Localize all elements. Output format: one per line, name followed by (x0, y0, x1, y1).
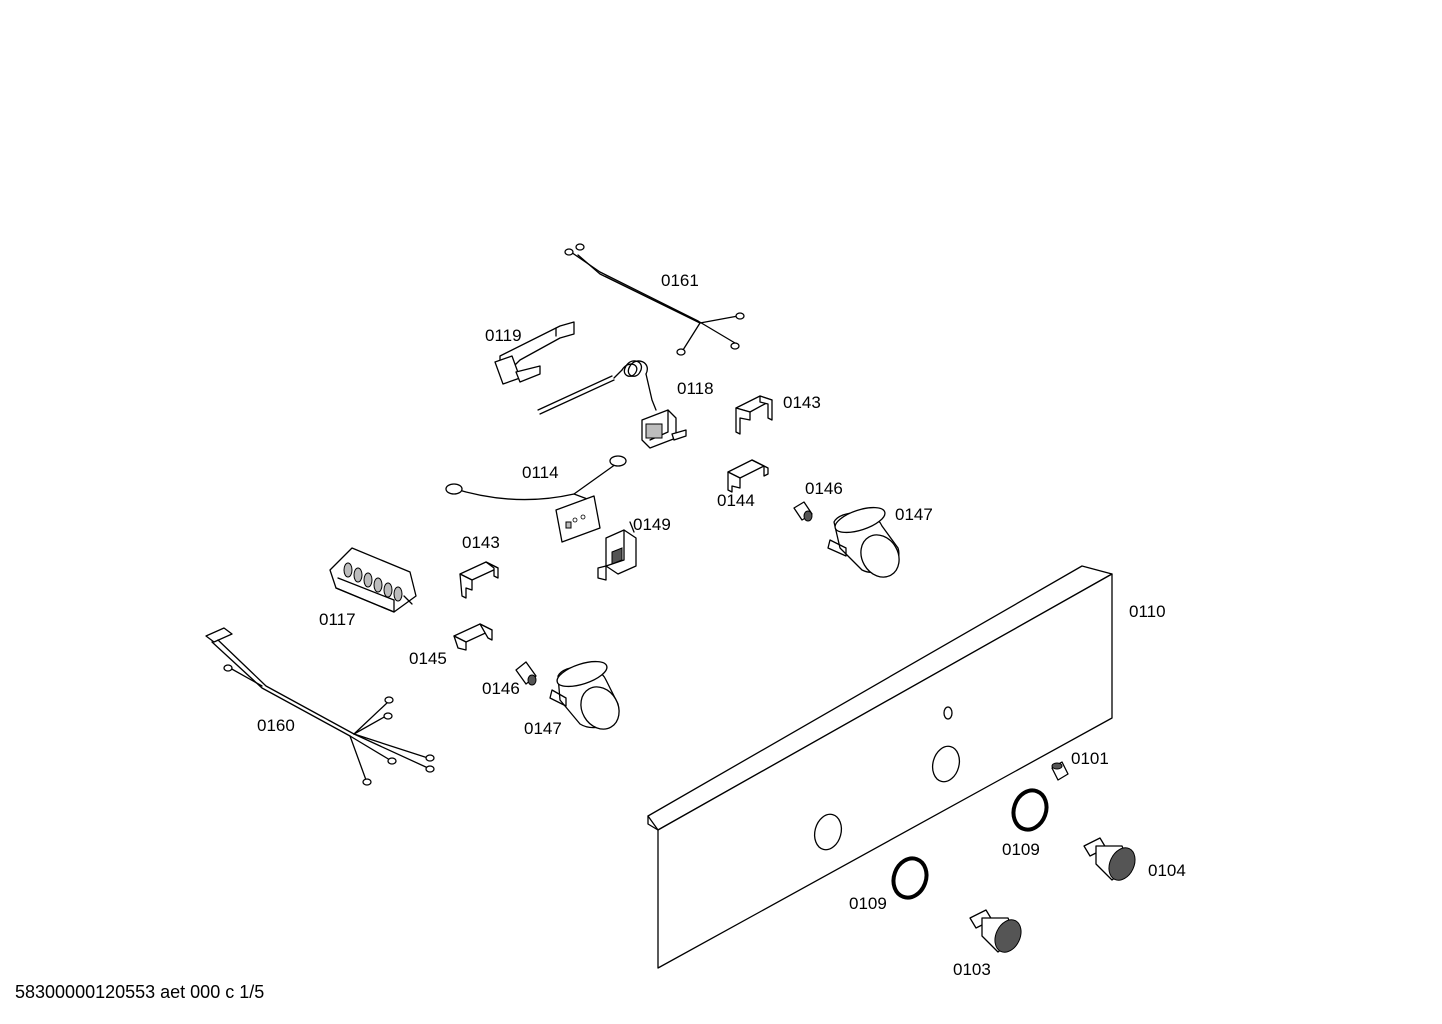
part-0114-circuit-board (445, 455, 627, 543)
callout-0118: 0118 (677, 379, 714, 398)
part-0143-clip-lower (459, 561, 499, 599)
part-0144-clip (727, 459, 769, 493)
callout-0109-lower: 0109 (849, 894, 887, 913)
part-0147-lamp-housing-upper (827, 506, 900, 578)
part-0143-clip-upper (735, 395, 773, 435)
part-0145-clip (453, 623, 493, 651)
callout-0161: 0161 (661, 271, 699, 290)
callout-0109-upper: 0109 (1002, 840, 1040, 859)
callout-0143-upper: 0143 (783, 393, 821, 412)
document-id-footer: 58300000120553 aet 000 c 1/5 (15, 982, 265, 1002)
part-0117-terminal-block (329, 547, 417, 613)
callout-0119: 0119 (485, 326, 522, 345)
callout-0103: 0103 (953, 960, 991, 979)
part-0109-ring-lower (891, 856, 929, 900)
callout-0144: 0144 (717, 491, 755, 510)
callout-0114: 0114 (522, 463, 559, 482)
part-0147-lamp-housing-lower (549, 660, 620, 730)
part-0103-knob (969, 909, 1022, 953)
callout-0104: 0104 (1148, 861, 1186, 880)
part-0161-wire-harness (564, 243, 745, 356)
callout-0160: 0160 (257, 716, 295, 735)
part-0101-indicator (1051, 761, 1069, 781)
part-0104-knob (1083, 837, 1136, 881)
part-0160-wire-harness (205, 627, 435, 786)
part-0119-bracket (494, 321, 575, 385)
part-0118-thermostat (537, 360, 687, 449)
callout-0110: 0110 (1129, 602, 1166, 621)
callout-0143-lower: 0143 (462, 533, 500, 552)
part-0146-lampholder-lower (515, 661, 537, 686)
part-0149-switch (597, 521, 637, 581)
callout-0146-upper: 0146 (805, 479, 843, 498)
part-0110-control-panel (647, 565, 1113, 969)
part-0109-ring-upper (1011, 788, 1049, 832)
callout-0117: 0117 (319, 610, 356, 629)
callout-0147-lower: 0147 (524, 719, 562, 738)
callout-0101: 0101 (1071, 749, 1109, 768)
callout-0145: 0145 (409, 649, 447, 668)
callout-0146-lower: 0146 (482, 679, 520, 698)
callout-0147-upper: 0147 (895, 505, 933, 524)
callout-0149: 0149 (633, 515, 671, 534)
part-0146-lampholder-upper (793, 501, 813, 522)
